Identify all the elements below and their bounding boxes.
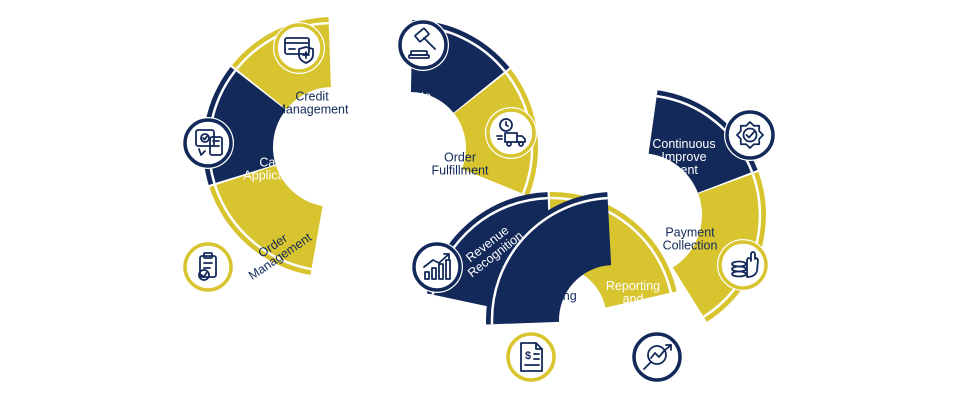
segment-ring-reporting-analytics — [490, 196, 608, 325]
segment-continuous-improvement — [648, 90, 758, 193]
icon-badge-fill — [182, 241, 234, 293]
growth-chart-icon — [411, 241, 463, 293]
icon-badge-ring — [398, 20, 448, 70]
label-line: Cash — [259, 156, 288, 170]
icon-badge-fill — [273, 22, 325, 74]
delivery-truck-icon — [485, 107, 537, 159]
icon-badge-ring — [725, 110, 775, 160]
icon-badge-ring — [632, 332, 682, 382]
card-shield-icon — [273, 22, 325, 74]
svg-text:$: $ — [525, 350, 531, 362]
icon-badge-ring — [183, 242, 233, 292]
icon-badge-fill — [717, 239, 769, 291]
icon-badge-fill — [397, 19, 449, 71]
label-line: Reporting — [606, 279, 660, 293]
hand-coins-icon — [717, 239, 769, 291]
label-line: Payment — [665, 226, 715, 240]
label-invoicing: Invoicing — [527, 289, 576, 303]
segment-reporting-analytics — [486, 192, 612, 325]
label-line: Resolution — [380, 103, 439, 117]
label-line: Collection — [663, 239, 718, 253]
icon-badge-ring — [183, 118, 233, 168]
icon-badge-fill — [505, 331, 557, 383]
clipboard-check-icon — [182, 241, 234, 293]
icon-badge-ring — [506, 332, 556, 382]
icon-badge-fill — [411, 241, 463, 293]
segment-ring-order-management — [213, 184, 312, 271]
label-line: Dispute — [389, 90, 431, 104]
label-line: Application — [243, 169, 304, 183]
icon-badge-fill — [631, 331, 683, 383]
label-line: Order — [444, 151, 476, 165]
icon-badge-ring — [718, 240, 768, 290]
analytics-magnifier-icon — [631, 331, 683, 383]
icon-badge-fill — [724, 109, 776, 161]
label-line: Improve — [661, 150, 706, 164]
segment-order-management — [209, 165, 323, 276]
icon-badge-ring — [412, 242, 462, 292]
gavel-icon — [397, 19, 449, 71]
label-line: ment — [670, 163, 698, 177]
label-line: Continuous — [652, 137, 715, 151]
icon-badge-fill — [182, 117, 234, 169]
label-line: Analytics — [608, 305, 658, 319]
label-line: Credit — [295, 90, 329, 104]
invoice-document-icon: $ — [505, 331, 557, 383]
icon-badge-ring — [274, 23, 324, 73]
payment-terminal-icon — [182, 117, 234, 169]
label-line: Invoicing — [527, 289, 576, 303]
icon-badge-ring — [486, 108, 536, 158]
label-line: Management — [276, 103, 349, 117]
label-line: and — [623, 292, 644, 306]
gear-check-icon — [724, 109, 776, 161]
label-line: Fulfillment — [432, 164, 489, 178]
